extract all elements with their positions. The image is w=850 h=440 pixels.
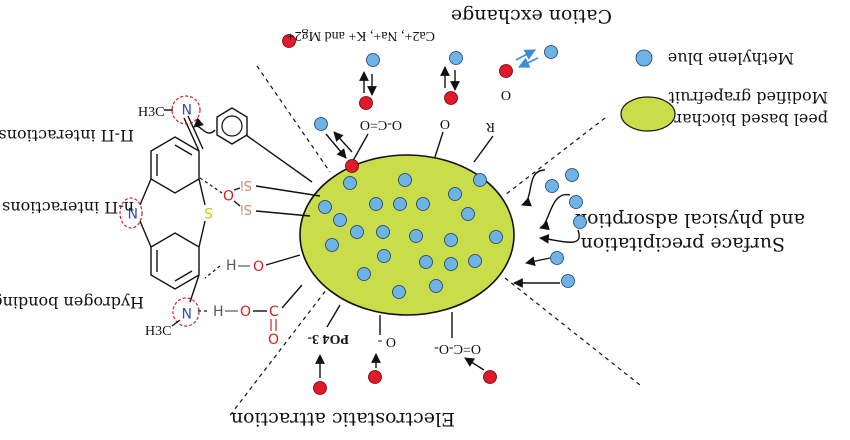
bottom-methyl-label: H3C [145, 324, 171, 339]
carbonyl-oxygen-atom: O [268, 332, 279, 348]
n-pi-highlight-ring [119, 197, 143, 229]
legend-biochar-swatch [620, 96, 676, 132]
cation-legend-dot [282, 34, 296, 48]
electrostatic-cation-dot [368, 370, 382, 384]
hydrogen-bonding-label: Hydrogen bonding [0, 293, 144, 312]
top-amine-nitrogen: N [182, 100, 192, 116]
adsorbed-methylene-blue-dot [377, 249, 391, 263]
exchange-methylene-blue-dot [544, 45, 558, 59]
legend-methylene-blue-dot [635, 49, 653, 67]
methylene-blue-dot [569, 195, 583, 209]
adsorbed-methylene-blue-dot [325, 238, 339, 252]
adsorbed-methylene-blue-dot [416, 197, 430, 211]
legend-biochar-label-line2: peel based biochar [674, 110, 828, 129]
surface-line1-label: Surface precipitation [581, 233, 785, 255]
adsorbed-methylene-blue-dot [419, 255, 433, 269]
legend: Methylene blue Modified grapefruit peel … [620, 49, 828, 132]
carboxylate-bottom-label: O=C-O- [434, 341, 481, 356]
methylene-blue-dot [550, 251, 564, 265]
r-oxygen-label: O [501, 87, 511, 102]
surface-precipitation-region: Surface precipitation and physical adsor… [513, 168, 805, 288]
adsorbed-methylene-blue-dot [392, 285, 406, 299]
adsorbed-methylene-blue-dot [398, 173, 412, 187]
cations-label: Ca2+, Na+, K+ and Mg2+ [287, 28, 435, 43]
exchange-cation-dot [499, 64, 513, 78]
bottom-amine-nitrogen: N [182, 304, 192, 320]
carboxyl-hydrogen-atom: H [213, 304, 224, 320]
sector-dividers [227, 65, 641, 419]
adsorbed-methylene-blue-dot [350, 225, 364, 239]
hydroxyl-hydrogen-atom: H [226, 258, 237, 274]
surface-cation-dot [345, 159, 359, 173]
silicon-atom-upper: Si [240, 177, 252, 192]
legend-biochar-label-line1: Modified grapefruit [668, 88, 828, 107]
bridge-oxygen-atom: O [223, 186, 234, 202]
left-mechanism-labels: Π-Π interactions n-Π interactions Hydrog… [0, 126, 144, 312]
methylene-blue-dot [545, 179, 559, 193]
phosphate-label: PO4 3- [307, 331, 349, 346]
methylene-blue-molecule: N S N H3C N H3C Si Si O H O [119, 95, 321, 348]
adsorbed-methylene-blue-dot [369, 197, 383, 211]
silicon-atom-lower: Si [240, 201, 252, 216]
methylene-blue-dot [314, 117, 328, 131]
hydrogen-bond-highlight-ring [172, 297, 200, 327]
exchange-cation-dot [359, 96, 373, 110]
hydroxyl-oxygen-atom: O [253, 259, 264, 275]
pi-pi-label: Π-Π interactions [0, 126, 134, 145]
exchange-cation-dot [444, 91, 458, 105]
legend-methylene-blue-label: Methylene blue [668, 49, 794, 68]
cation-exchange-label: Cation exchange [451, 5, 612, 27]
adsorbed-methylene-blue-dot [357, 267, 371, 281]
adsorbed-methylene-blue-dot [444, 233, 458, 247]
central-nitrogen-atom: N [128, 204, 138, 220]
carboxyl-top-label: O-C=O [360, 117, 402, 132]
methylene-blue-dot [561, 274, 575, 288]
surface-line2-label: and physical adsorption [575, 209, 805, 231]
electrostatic-cation-dot [313, 381, 327, 395]
adsorbed-methylene-blue-dot [318, 200, 332, 214]
adsorbed-methylene-blue-dot [468, 254, 482, 268]
adsorbed-methylene-blue-dot [448, 187, 462, 201]
adsorbed-methylene-blue-group [318, 173, 503, 299]
methylene-blue-dot [573, 215, 587, 229]
electrostatic-label: Electrostatic attraction [231, 408, 455, 430]
exchange-methylene-blue-dot [449, 51, 463, 65]
r-group-label: R [485, 119, 495, 134]
adsorbed-methylene-blue-dot [343, 176, 357, 190]
sulfur-atom: S [204, 204, 213, 220]
adsorbed-methylene-blue-dot [429, 279, 443, 293]
exchange-methylene-blue-dot [366, 53, 380, 67]
methylene-blue-dot [565, 168, 579, 182]
adsorbed-methylene-blue-dot [473, 173, 487, 187]
adsorbed-methylene-blue-dot [444, 257, 458, 271]
adsorbed-methylene-blue-dot [409, 229, 423, 243]
adsorbed-methylene-blue-dot [461, 207, 475, 221]
electrostatic-region: Electrostatic attraction PO4 3- O - O=C-… [231, 304, 497, 430]
adsorbed-methylene-blue-dot [333, 213, 347, 227]
pi-pi-highlight-ring [171, 95, 201, 125]
carboxyl-carbon-atom: C [269, 304, 279, 320]
adsorbed-methylene-blue-dot [393, 197, 407, 211]
carboxyl-oxygen-atom: O [240, 304, 251, 320]
adsorbed-methylene-blue-dot [489, 230, 503, 244]
adsorbed-methylene-blue-dot [376, 225, 390, 239]
top-methyl-label: H3C [138, 105, 164, 120]
oxide-bottom-label: O - [377, 334, 396, 349]
n-pi-label: n-Π interactions [2, 198, 134, 217]
oxide-top-label: O [440, 116, 450, 131]
electrostatic-cation-dot [483, 370, 497, 384]
cation-exchange-region: Ca2+, Na+, K+ and Mg2+ Cation exchange O… [282, 5, 612, 173]
